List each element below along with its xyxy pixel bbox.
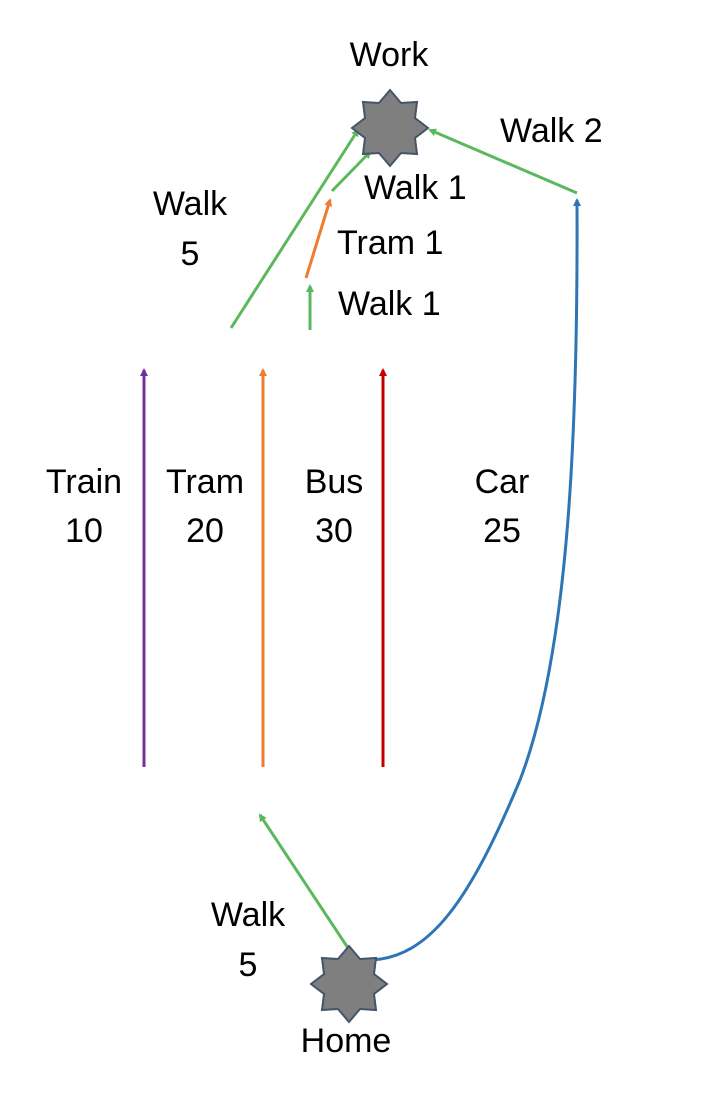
walk1-upper-arrow	[330, 150, 372, 193]
walk-home-label: Walk	[210, 896, 286, 934]
walk1-lower-label: Walk 1	[338, 285, 441, 323]
bus-value-label: 30	[315, 512, 353, 550]
car-value-label: 25	[483, 512, 521, 550]
walk-top-arrow	[229, 128, 360, 329]
walk-top-label: Walk	[152, 185, 228, 223]
train-name-label: Train	[45, 463, 123, 501]
tram1-arrow	[304, 198, 333, 279]
walk-home-value: 5	[238, 946, 258, 984]
bus-name-label: Bus	[304, 463, 364, 501]
walk2-label: Walk 2	[500, 112, 603, 150]
car-line	[369, 198, 582, 962]
walk-home-arrow	[258, 813, 350, 949]
car-name-label: Car	[474, 463, 530, 501]
tram-value-label: 20	[186, 512, 224, 550]
star-node-icon	[309, 944, 389, 1024]
tram1-label: Tram 1	[337, 224, 444, 262]
walk2-arrow	[428, 128, 578, 195]
work-label: Work	[349, 36, 429, 74]
home-label: Home	[300, 1022, 392, 1060]
tram-name-label: Tram	[165, 463, 245, 501]
walk-top-value: 5	[180, 235, 200, 273]
train-value-label: 10	[65, 512, 103, 550]
walk1-upper-label: Walk 1	[364, 169, 467, 207]
star-node-icon	[350, 88, 430, 168]
